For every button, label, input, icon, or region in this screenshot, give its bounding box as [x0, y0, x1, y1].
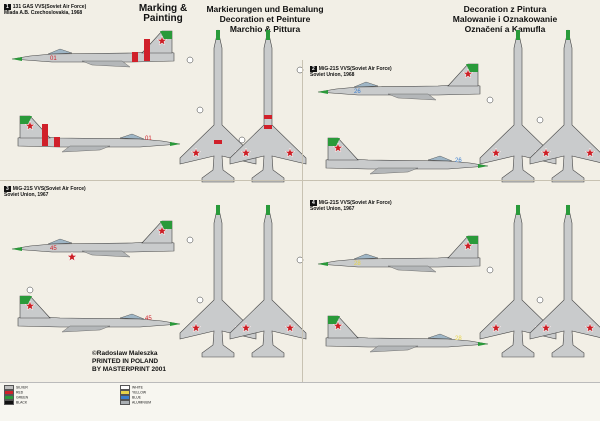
legend-swatch — [4, 395, 14, 400]
column-divider — [302, 60, 303, 382]
legend-item: SILVER — [4, 385, 60, 390]
legend-swatch — [120, 400, 130, 405]
legend-item: WHITE — [120, 385, 176, 390]
color-legend: SILVER RED GREEN BLACK WHITE YELLOW BLUE… — [0, 382, 600, 421]
variant-3-side-right — [17, 295, 181, 333]
legend-swatch — [120, 390, 130, 395]
variant-1-side-right — [17, 115, 181, 153]
variant-2-side-right — [325, 137, 489, 175]
legend-swatch — [4, 385, 14, 390]
callout-markers — [26, 56, 544, 304]
variant-2-code-left: 26 — [354, 89, 361, 95]
legend-item: RED — [4, 390, 60, 395]
variant-3-code-right: 45 — [145, 316, 152, 322]
variant-1-top — [179, 29, 257, 183]
legend-item: BLUE — [120, 395, 176, 400]
legend-col-1: SILVER RED GREEN BLACK — [4, 385, 60, 405]
legend-swatch — [4, 400, 14, 405]
heading-fr: Decoration et Peinture — [219, 14, 311, 24]
printer-credit: ©Radoslaw Maleszka PRINTED IN POLAND BY … — [92, 350, 166, 373]
heading-pt: Decoration z Pintura — [463, 4, 547, 14]
legend-item: BLACK — [4, 400, 60, 405]
variant-2-bottom — [529, 29, 600, 183]
legend-swatch — [4, 390, 14, 395]
variant-2-side-left: 26 — [317, 63, 481, 101]
legend-swatch — [120, 385, 130, 390]
variant-4-bottom — [529, 204, 600, 358]
legend-col-2: WHITE YELLOW BLUE ALUMINIUM — [120, 385, 176, 405]
variant-4-code-right: 28 — [455, 336, 462, 342]
legend-item: ALUMINIUM — [120, 400, 176, 405]
heading-pl-cz: Decoration z Pintura Malowanie i Oznakow… — [450, 4, 560, 34]
variant-4-side-right — [325, 315, 489, 353]
heading-it: Marchio & Pittura — [229, 24, 301, 34]
variant-2-code-right: 26 — [455, 158, 462, 164]
heading-en: Marking & Painting — [138, 3, 188, 24]
variant-4-side-left: 28 — [317, 235, 481, 273]
variant-1-bottom — [229, 29, 307, 183]
heading-multi: Markierungen und Bemalung Decoration et … — [205, 4, 325, 34]
heading-cz: Označení a Kamufla — [464, 24, 546, 34]
variant-3-bottom — [229, 204, 307, 358]
heading-pl: Malowanie i Oznakowanie — [452, 14, 558, 24]
variant-3-code-left: 45 — [50, 246, 57, 252]
variant-1-side-left: 01 — [11, 30, 175, 68]
legend-item: GREEN — [4, 395, 60, 400]
heading-de: Markierungen und Bemalung — [206, 4, 324, 14]
variant-1-code-left: 01 — [50, 56, 57, 62]
legend-swatch — [120, 395, 130, 400]
variant-3-side-left: 45 — [11, 220, 175, 262]
variant-1-code-right: 01 — [145, 136, 152, 142]
row-divider — [0, 180, 600, 181]
variant-4-code-left: 28 — [354, 261, 361, 267]
aircraft-drawings: 01 01 26 — [11, 29, 600, 358]
legend-item: YELLOW — [120, 390, 176, 395]
